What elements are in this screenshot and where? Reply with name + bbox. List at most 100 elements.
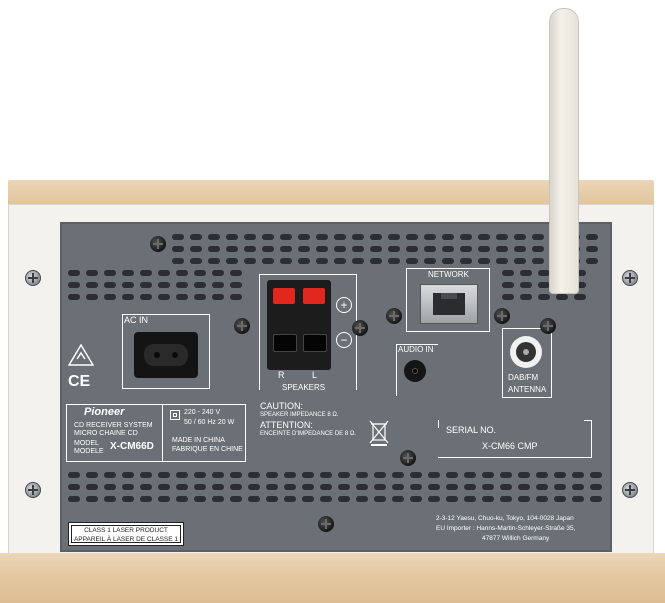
vent-slot (554, 472, 566, 478)
vent-slot (574, 282, 586, 288)
speakers-label: SPEAKERS (282, 383, 326, 392)
caution-text-fr: ENCEINTE D'IMPEDANCE DE 8 Ω. (260, 431, 356, 437)
vent-slot (586, 246, 598, 252)
vent-slot (68, 496, 80, 502)
dab-fm-label: DAB/FM (508, 373, 539, 382)
vent-slot (446, 484, 458, 490)
caution-title-fr: ATTENTION: (260, 420, 313, 430)
vent-slot (482, 484, 494, 490)
vent-slot (302, 472, 314, 478)
vent-slot (208, 258, 220, 264)
speaker-l-plus-terminal[interactable] (303, 288, 325, 304)
vent-slot (104, 472, 116, 478)
vent-slot (574, 294, 586, 300)
vent-slot (122, 484, 134, 490)
vent-slot (338, 484, 350, 490)
vent-slot (244, 258, 256, 264)
vent-slot (298, 258, 310, 264)
vent-slot (370, 246, 382, 252)
vent-slot (410, 496, 422, 502)
vent-slot (194, 282, 206, 288)
vent-slot (538, 282, 550, 288)
vent-slot (502, 282, 514, 288)
panel-screw (318, 516, 334, 532)
vent-slot (446, 496, 458, 502)
vent-slot (226, 258, 238, 264)
vent-slot (104, 294, 116, 300)
vent-slot (464, 484, 476, 490)
audio-in-jack[interactable] (404, 360, 426, 382)
audio-in-label: AUDIO IN (398, 345, 434, 354)
vent-slot (140, 294, 152, 300)
vent-slot (520, 294, 532, 300)
vent-slot (464, 472, 476, 478)
speaker-terminal-block (267, 280, 331, 370)
speaker-l-minus-terminal[interactable] (303, 334, 327, 352)
vent-slot (86, 294, 98, 300)
vent-slot (302, 484, 314, 490)
vent-slot (316, 246, 328, 252)
vent-slot (86, 484, 98, 490)
speaker-r-plus-terminal[interactable] (273, 288, 295, 304)
vent-slot (554, 496, 566, 502)
wifi-antenna[interactable] (549, 8, 579, 294)
product-line-1: CD RECEIVER SYSTEM (74, 422, 153, 429)
vent-slot (230, 496, 242, 502)
vent-slot (280, 234, 292, 240)
vent-slot (262, 246, 274, 252)
speaker-r-minus-terminal[interactable] (273, 334, 297, 352)
vent-slot (194, 496, 206, 502)
vent-slot (190, 258, 202, 264)
vent-slot (190, 246, 202, 252)
address-line-1: 2-3-12 Yaesu, Chuo-ku, Tokyo, 104-0028 J… (436, 515, 574, 522)
vent-slot (338, 472, 350, 478)
double-insulation-icon (170, 410, 180, 420)
safety-mark-icon (68, 344, 94, 366)
ac-in-socket[interactable] (134, 332, 198, 378)
vent-slot (262, 234, 274, 240)
vent-slot (428, 484, 440, 490)
vent-slot (500, 484, 512, 490)
vent-slot (212, 282, 224, 288)
vent-slot (194, 472, 206, 478)
vent-slot (574, 270, 586, 276)
vent-slot (374, 472, 386, 478)
model-label-plate (66, 404, 246, 462)
vent-slot (176, 282, 188, 288)
vent-slot (262, 258, 274, 264)
model-label-1: MODEL (74, 440, 99, 447)
vent-slot (428, 496, 440, 502)
vent-slot (226, 234, 238, 240)
vent-slot (104, 270, 116, 276)
vent-slot (554, 484, 566, 490)
vent-slot (586, 234, 598, 240)
vent-slot (442, 258, 454, 264)
panel-screw (352, 320, 368, 336)
vent-slot (536, 496, 548, 502)
vent-slot (158, 294, 170, 300)
vent-slot (518, 496, 530, 502)
vent-slot (334, 234, 346, 240)
vent-slot (356, 496, 368, 502)
vent-slot (194, 294, 206, 300)
vent-slot (406, 258, 418, 264)
serial-frame (438, 420, 592, 458)
vent-slot (86, 472, 98, 478)
speaker-l-label: L (312, 370, 318, 380)
vent-slot (496, 246, 508, 252)
vent-slot (158, 472, 170, 478)
vent-slot (482, 496, 494, 502)
vent-slot (520, 282, 532, 288)
voltage-label: 220 - 240 V (184, 409, 221, 416)
vent-slot (502, 294, 514, 300)
vent-slot (424, 258, 436, 264)
dab-fm-antenna-port[interactable] (510, 336, 542, 368)
vent-slot (176, 270, 188, 276)
network-port[interactable] (420, 284, 478, 324)
vent-slot (104, 282, 116, 288)
vent-slot (140, 270, 152, 276)
speaker-r-label: R (278, 370, 285, 380)
vent-slot (496, 258, 508, 264)
vent-slot (172, 258, 184, 264)
vent-slot (68, 270, 80, 276)
